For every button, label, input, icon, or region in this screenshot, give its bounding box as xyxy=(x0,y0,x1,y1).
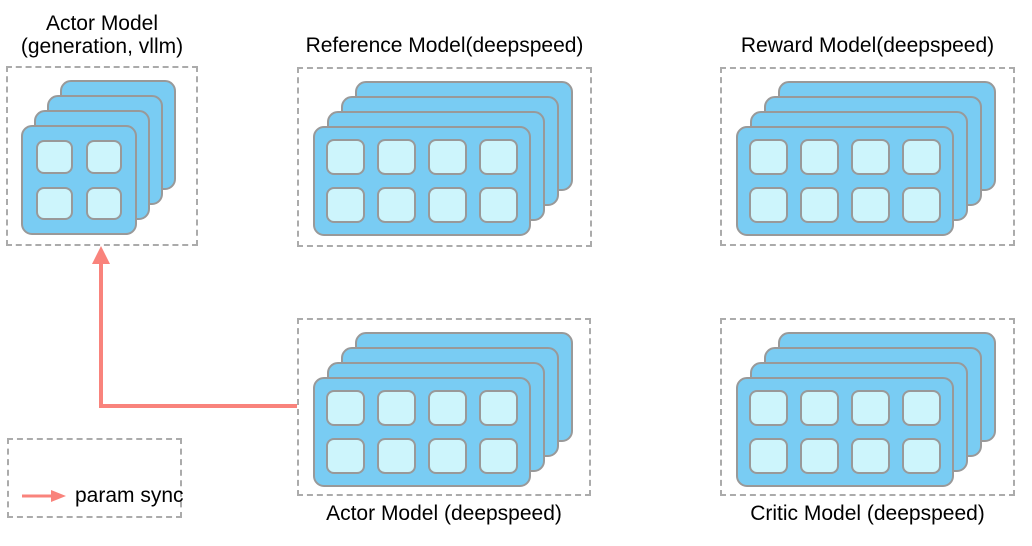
gpu-cell xyxy=(377,139,416,175)
gpu-cell xyxy=(326,390,365,426)
gpu-cell xyxy=(85,186,122,220)
gpu-grid xyxy=(326,390,518,474)
param-sync-legend-arrow-icon xyxy=(22,490,66,502)
gpu-cell xyxy=(749,139,788,175)
param-sync-arrowhead-icon xyxy=(92,246,110,264)
gpu-cell xyxy=(800,390,839,426)
actor-deepspeed-title: Actor Model (deepspeed) xyxy=(326,502,562,525)
actor-deepspeed-box xyxy=(297,318,591,496)
gpu-card-front xyxy=(313,377,531,487)
gpu-grid xyxy=(326,139,518,223)
gpu-cell xyxy=(851,187,890,223)
legend-box: param sync xyxy=(7,438,184,518)
gpu-cell xyxy=(902,438,941,474)
gpu-grid xyxy=(36,140,122,220)
gpu-cell xyxy=(749,438,788,474)
gpu-cell xyxy=(377,187,416,223)
gpu-cell xyxy=(851,438,890,474)
gpu-cell xyxy=(902,187,941,223)
gpu-cell xyxy=(36,140,73,174)
gpu-cell xyxy=(326,187,365,223)
actor-vllm-title-line1: Actor Model xyxy=(45,12,159,35)
gpu-card-front xyxy=(313,126,531,236)
gpu-cell xyxy=(428,139,467,175)
gpu-cell xyxy=(749,187,788,223)
reward-title: Reward Model(deepspeed) xyxy=(740,34,995,57)
gpu-cell xyxy=(85,140,122,174)
gpu-card-front xyxy=(736,126,954,236)
critic-box xyxy=(720,318,1015,496)
gpu-grid xyxy=(749,139,941,223)
gpu-cell xyxy=(428,187,467,223)
gpu-cell xyxy=(479,438,518,474)
gpu-cell xyxy=(428,438,467,474)
actor-vllm-title: Actor Model (generation, vllm) xyxy=(6,12,198,58)
gpu-cell xyxy=(851,390,890,426)
gpu-cell xyxy=(377,438,416,474)
gpu-cell xyxy=(800,187,839,223)
gpu-cell xyxy=(377,390,416,426)
legend-row: param sync xyxy=(21,484,184,508)
actor-vllm-title-line2: (generation, vllm) xyxy=(20,35,184,58)
reference-box xyxy=(297,67,592,247)
reward-box xyxy=(720,67,1015,246)
gpu-cell xyxy=(749,390,788,426)
reference-title: Reference Model(deepspeed) xyxy=(305,34,584,57)
gpu-cell xyxy=(479,139,518,175)
param-sync-arrow-line xyxy=(99,258,297,408)
critic-title: Critic Model (deepspeed) xyxy=(750,502,985,525)
gpu-cell xyxy=(326,438,365,474)
gpu-cell xyxy=(800,139,839,175)
gpu-card-front xyxy=(736,377,954,487)
gpu-cell xyxy=(479,187,518,223)
gpu-cell xyxy=(902,390,941,426)
gpu-grid xyxy=(749,390,941,474)
gpu-cell xyxy=(479,390,518,426)
gpu-cell xyxy=(902,139,941,175)
gpu-cell xyxy=(326,139,365,175)
actor-vllm-box xyxy=(6,66,198,246)
legend-label: param sync xyxy=(75,484,184,507)
gpu-cell xyxy=(800,438,839,474)
gpu-card-front xyxy=(21,125,137,235)
gpu-cell xyxy=(428,390,467,426)
gpu-cell xyxy=(851,139,890,175)
gpu-cell xyxy=(36,186,73,220)
